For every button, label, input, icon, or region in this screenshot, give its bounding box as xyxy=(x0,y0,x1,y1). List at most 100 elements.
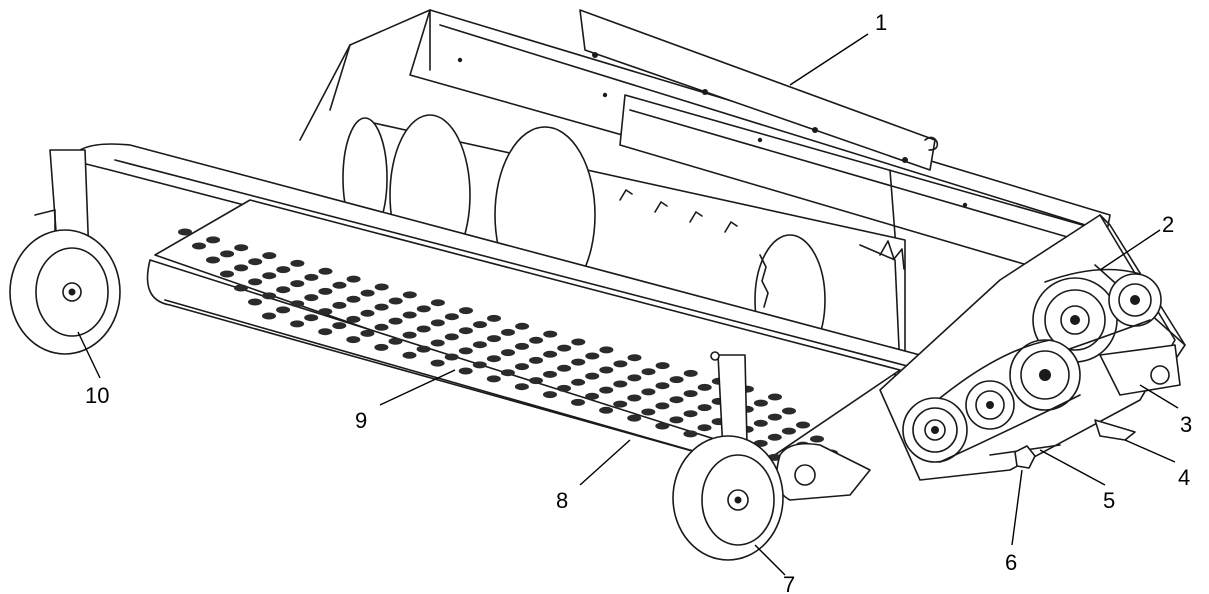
tine xyxy=(374,303,389,311)
lower-bracket xyxy=(989,444,1061,469)
tine xyxy=(599,386,614,394)
tine xyxy=(486,355,501,363)
tine xyxy=(416,305,431,313)
tine xyxy=(627,374,642,382)
tine xyxy=(430,319,445,327)
tine xyxy=(360,329,375,337)
tine xyxy=(486,375,501,383)
tine xyxy=(262,272,277,280)
tine xyxy=(515,363,529,371)
tine xyxy=(529,336,544,344)
callout-2: 2 xyxy=(1162,212,1174,237)
tine xyxy=(655,362,670,370)
tine xyxy=(178,228,192,236)
tine xyxy=(655,402,670,410)
tine xyxy=(276,286,291,294)
tine xyxy=(402,331,417,339)
tine xyxy=(543,350,558,358)
tine xyxy=(781,427,796,435)
callout-7: 7 xyxy=(783,572,795,594)
tine xyxy=(697,404,712,412)
tine xyxy=(346,295,361,303)
tine xyxy=(768,393,782,401)
tine xyxy=(262,292,277,300)
tine xyxy=(206,236,221,244)
tine xyxy=(444,313,459,321)
tine xyxy=(669,396,684,404)
callout-8: 8 xyxy=(556,488,568,513)
tine xyxy=(346,315,361,323)
tine xyxy=(571,398,585,406)
tine xyxy=(262,252,277,260)
tine xyxy=(529,356,543,364)
tine xyxy=(599,406,614,414)
tine xyxy=(683,410,698,418)
tine xyxy=(543,330,558,338)
tine xyxy=(501,349,515,357)
tine xyxy=(220,250,235,258)
tine xyxy=(669,416,684,424)
tine xyxy=(571,358,586,366)
tine xyxy=(627,354,642,362)
tine xyxy=(430,299,445,307)
tine xyxy=(641,388,656,396)
tine xyxy=(458,367,473,375)
drum-teeth xyxy=(619,189,738,233)
tine xyxy=(402,351,417,359)
tine xyxy=(248,258,263,266)
tine xyxy=(290,300,305,308)
callout-9: 9 xyxy=(355,408,367,433)
tine xyxy=(430,339,445,347)
tine xyxy=(388,297,403,305)
tine xyxy=(613,380,628,388)
leader-lines xyxy=(77,33,1179,576)
tine xyxy=(360,289,375,297)
tine xyxy=(332,322,347,330)
gauge-wheel-left xyxy=(9,149,121,355)
tine xyxy=(290,280,305,288)
tine xyxy=(332,301,347,309)
tine xyxy=(248,278,263,286)
tine xyxy=(444,333,459,341)
tine xyxy=(697,424,712,432)
tine xyxy=(458,347,473,355)
tine xyxy=(304,294,319,302)
tine xyxy=(290,259,305,267)
tine xyxy=(515,342,529,350)
sprocket-mid xyxy=(1009,339,1081,411)
tine xyxy=(641,408,656,416)
tine xyxy=(346,336,361,344)
tine xyxy=(782,407,796,415)
tine xyxy=(290,320,305,328)
tine xyxy=(276,266,291,274)
tine xyxy=(318,267,333,275)
tine xyxy=(571,378,586,386)
callout-4: 4 xyxy=(1178,465,1190,490)
tine xyxy=(459,307,473,315)
tine xyxy=(318,287,333,295)
tine xyxy=(669,376,684,384)
tine xyxy=(543,391,557,399)
tine xyxy=(529,377,543,385)
tine xyxy=(304,314,319,322)
tine xyxy=(796,421,810,429)
tine xyxy=(444,353,459,361)
callout-3: 3 xyxy=(1180,412,1192,437)
tine xyxy=(683,390,698,398)
tine xyxy=(487,314,501,322)
callout-10: 10 xyxy=(85,383,109,408)
deflector-plate xyxy=(579,9,939,171)
tine xyxy=(332,281,347,289)
tine xyxy=(585,352,600,360)
tensioner xyxy=(1099,344,1181,396)
tine xyxy=(360,309,375,317)
pickup-belt xyxy=(146,199,901,471)
tine xyxy=(318,328,333,336)
sprocket-front xyxy=(902,397,968,463)
tine xyxy=(599,346,614,354)
tine xyxy=(234,264,249,272)
tine xyxy=(501,328,515,336)
tine xyxy=(276,306,291,314)
sprocket-small xyxy=(965,380,1015,430)
tine xyxy=(248,298,262,306)
